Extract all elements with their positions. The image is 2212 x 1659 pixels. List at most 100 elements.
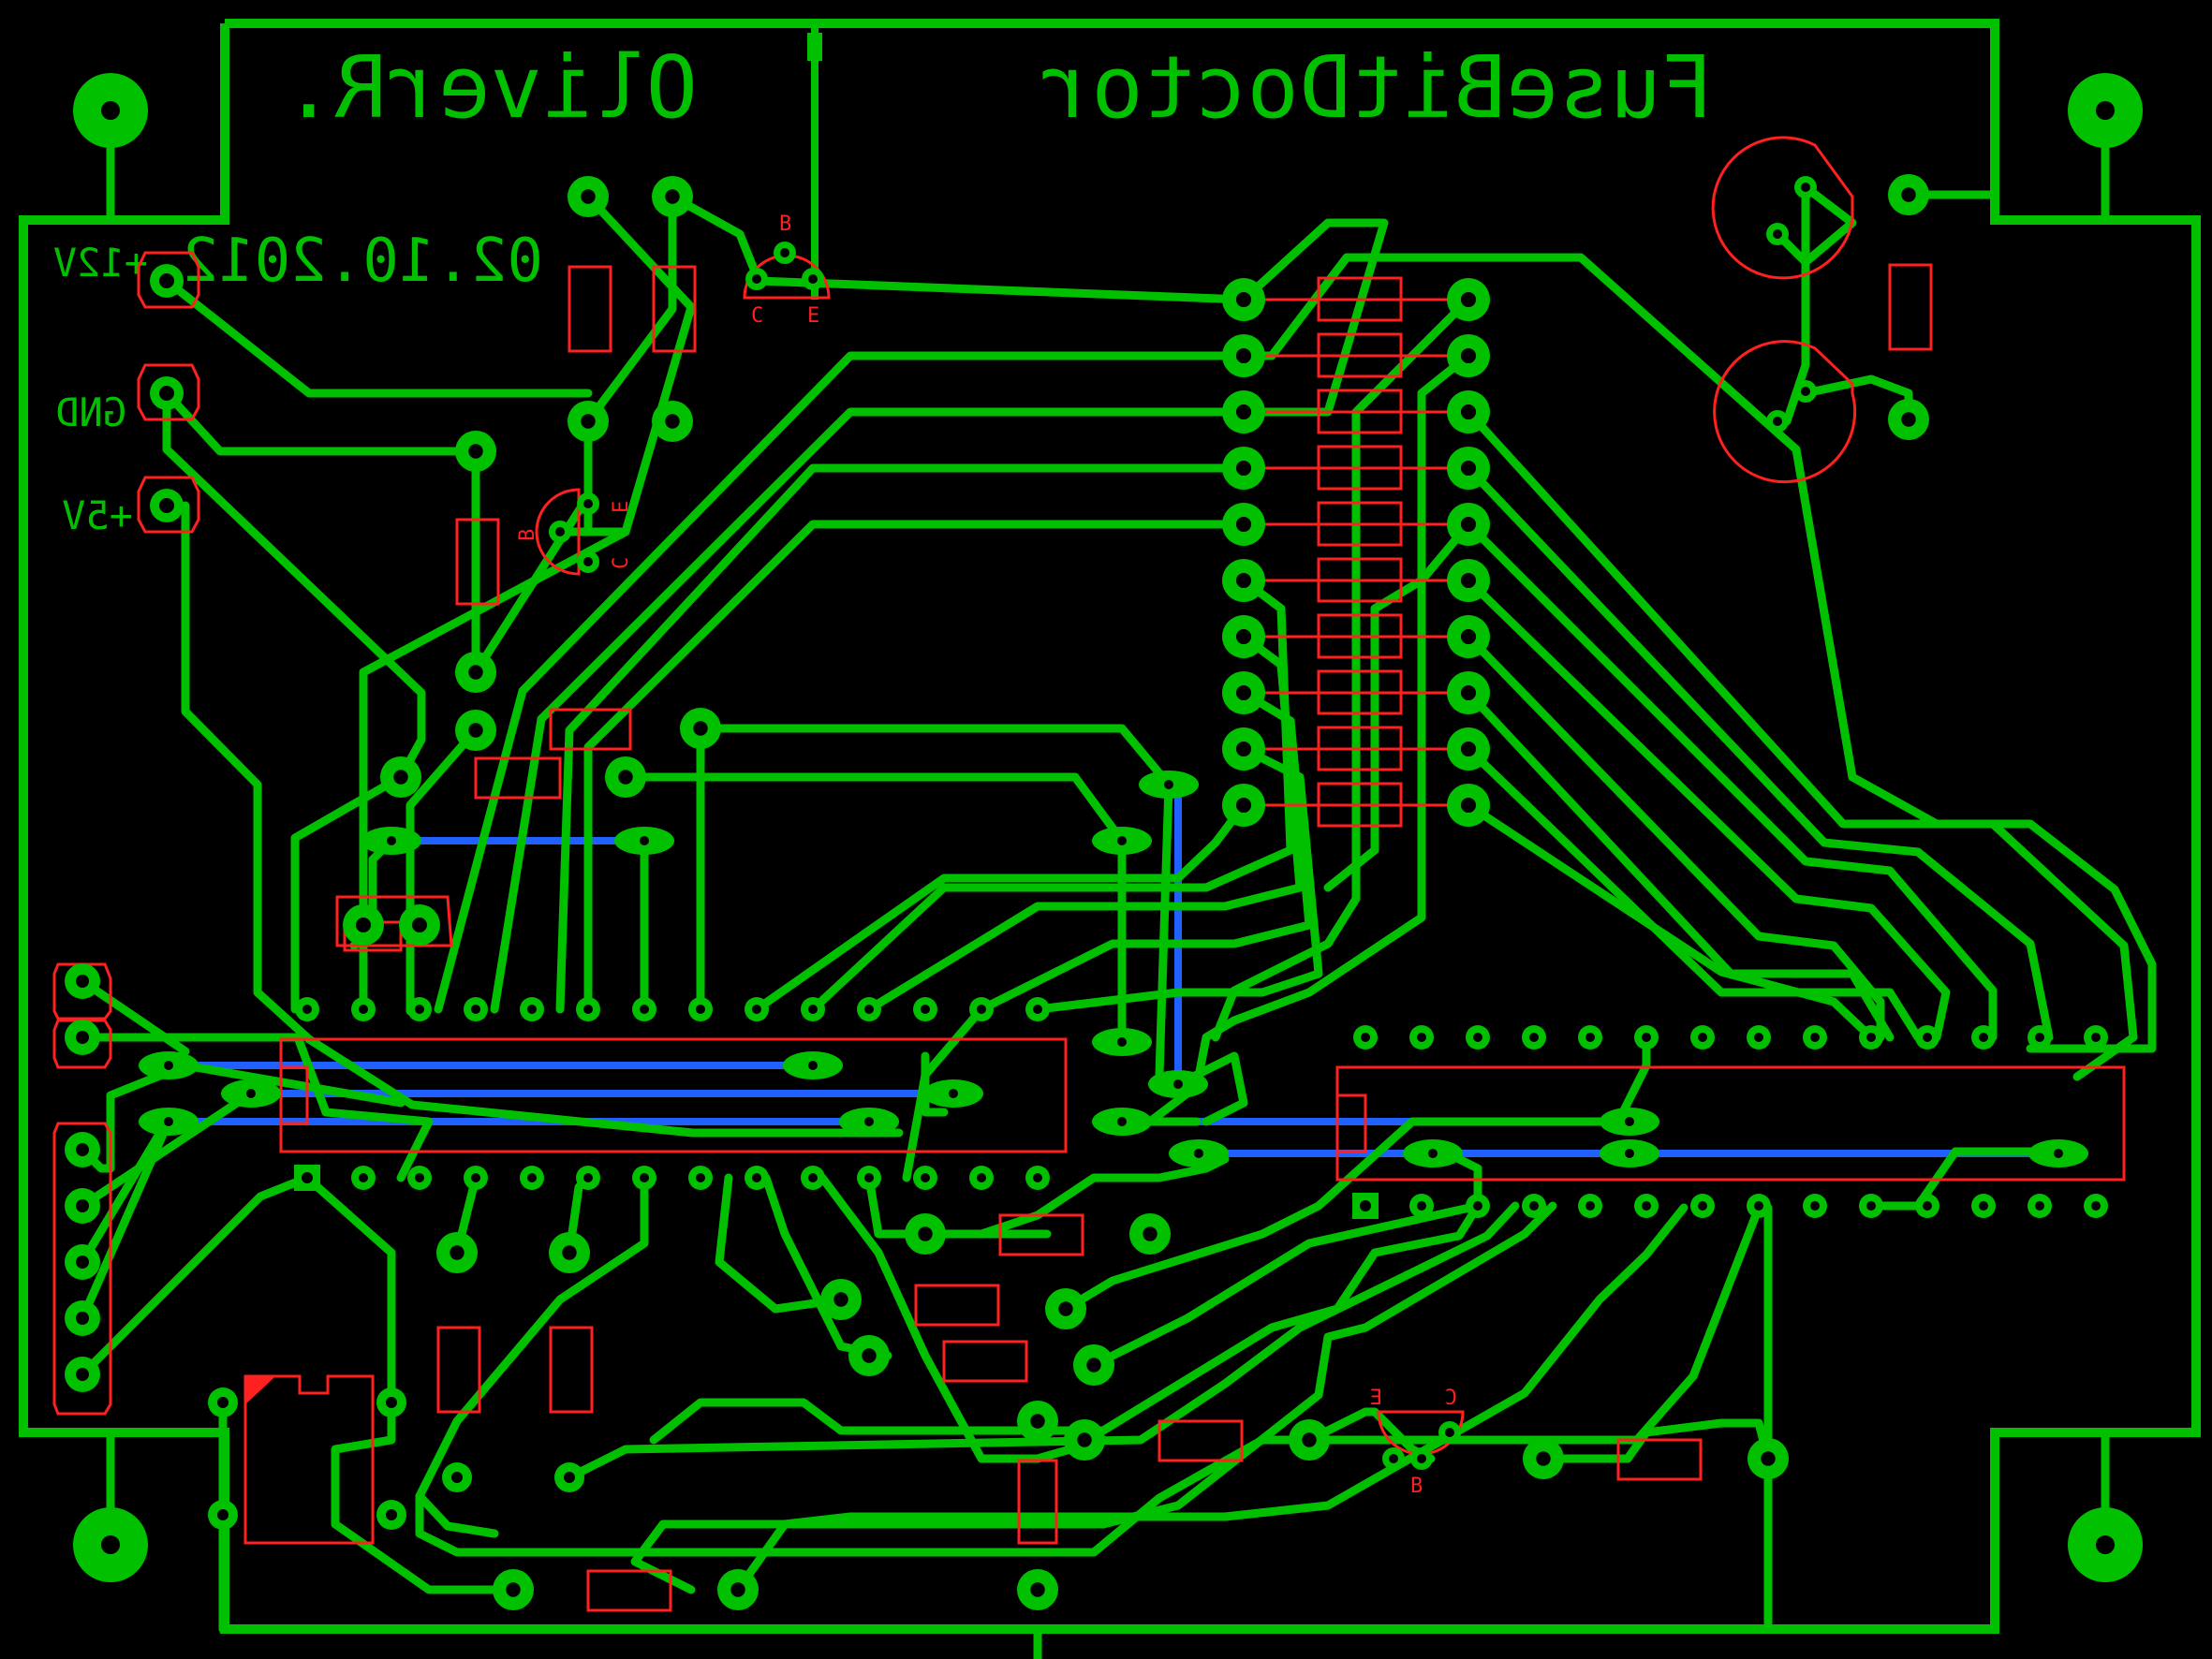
ic-right-pin-top-hole xyxy=(1473,1033,1482,1042)
power-terminal-pad-hole xyxy=(159,498,174,513)
label-5v: +5V xyxy=(62,492,133,538)
via-oval-pad-hole xyxy=(387,836,396,845)
transistor-pad-hole xyxy=(780,248,789,257)
small-pad-hole xyxy=(386,1509,397,1520)
component-pad-hole xyxy=(450,1245,465,1260)
via-oval-pad-hole xyxy=(808,1061,818,1070)
t2-label-e: E xyxy=(610,501,633,513)
pads-layer xyxy=(65,174,2108,1610)
ic-right-pin-bottom-hole xyxy=(1473,1201,1482,1211)
component-pad-hole xyxy=(862,1348,877,1363)
ic-left-pin-bottom-hole xyxy=(1033,1173,1042,1182)
resistor-array-pad-right-hole xyxy=(1460,404,1477,420)
ic-right-pin-bottom-hole xyxy=(1923,1201,1932,1211)
ic-right-pin-top-hole xyxy=(1923,1033,1932,1042)
mounting-holes xyxy=(73,73,2143,1582)
component-pad-hole xyxy=(1901,187,1916,202)
component-pad-hole xyxy=(581,189,596,204)
ic-left-pin-bottom-hole xyxy=(527,1173,537,1182)
component-pad-hole xyxy=(468,444,483,459)
via-oval-pad-hole xyxy=(1428,1149,1438,1158)
board-author: OliverR. xyxy=(283,37,698,138)
led-pad-hole xyxy=(1801,387,1810,396)
ic-left-pin-bottom-hole xyxy=(864,1173,874,1182)
component-pad-hole xyxy=(468,723,483,738)
ic-left-pin-top-hole xyxy=(864,1005,874,1014)
header-pin-pad-hole xyxy=(76,1368,89,1381)
transistor-pad-hole xyxy=(752,274,761,284)
via-oval-pad-hole xyxy=(1117,1037,1127,1047)
mounting-hole-bottom-right xyxy=(2068,1432,2143,1582)
via-oval-pad-hole xyxy=(2054,1149,2063,1158)
resistor-array-pad-left-hole xyxy=(1235,628,1252,645)
ic-right-pin-bottom-hole xyxy=(2091,1201,2101,1211)
resistor-array-pad-right-hole xyxy=(1460,291,1477,308)
component-pad-hole xyxy=(1030,1582,1045,1597)
ic-left-pin-top-hole xyxy=(921,1005,930,1014)
component-pad-hole xyxy=(506,1582,521,1597)
header-pin-pad-hole xyxy=(76,1143,89,1156)
via-oval-pad-hole xyxy=(1117,1117,1127,1126)
ic-right-pin-top-hole xyxy=(1642,1033,1651,1042)
transistor-pad-hole xyxy=(808,274,818,284)
via-oval-pad-hole xyxy=(1173,1079,1183,1089)
ic-right-pin-top-hole xyxy=(1417,1033,1426,1042)
t2-label-c: C xyxy=(610,557,633,569)
ic-left-pin-top-hole xyxy=(808,1005,818,1014)
t1-label-c: C xyxy=(751,304,763,328)
resistor-array-pad-right-hole xyxy=(1460,797,1477,814)
ic-right-pin-bottom-hole xyxy=(1529,1201,1539,1211)
resistor-array-pad-left-hole xyxy=(1235,291,1252,308)
via-oval-pad-hole xyxy=(949,1089,958,1098)
resistor-array-pad-right-hole xyxy=(1460,460,1477,477)
board-date: 02.10.2012 xyxy=(183,227,543,296)
board-outline xyxy=(19,19,2201,1634)
ic-right-pin-bottom-hole xyxy=(2035,1201,2044,1211)
via-oval-pad-hole xyxy=(1625,1117,1634,1126)
resistor-array-pad-left-hole xyxy=(1235,460,1252,477)
component-pad-hole xyxy=(730,1582,745,1597)
ic-right-pin-bottom-hole xyxy=(1698,1201,1707,1211)
component-pad-hole xyxy=(1302,1432,1317,1447)
t1-label-b: B xyxy=(779,213,791,236)
resistor-array-pad-right-hole xyxy=(1460,741,1477,757)
via-oval-pad-hole xyxy=(164,1061,173,1070)
ic-left-pin-top-hole xyxy=(415,1005,424,1014)
transistor-labels: B C E B E C E C B xyxy=(516,213,1457,1498)
power-terminal-pad-hole xyxy=(159,386,174,401)
ic-right-pin-top-hole xyxy=(1698,1033,1707,1042)
jumper-pad-hole xyxy=(412,918,427,932)
ic-right-pin-bottom-hole xyxy=(1810,1201,1820,1211)
resistor-array-pad-left-hole xyxy=(1235,347,1252,364)
ic-left-pin-bottom-hole xyxy=(415,1173,424,1182)
ic-left-pin-bottom-hole xyxy=(640,1173,649,1182)
ic-left-pin-top-hole xyxy=(302,1005,312,1014)
ic-left-pin-top-hole xyxy=(752,1005,761,1014)
ic-left-pin-top-hole xyxy=(696,1005,705,1014)
label-gnd: GND xyxy=(55,389,126,435)
ic-left-pin-top-hole xyxy=(1033,1005,1042,1014)
resistor-array-pad-left-hole xyxy=(1235,684,1252,701)
resistor-array-pad-left-hole xyxy=(1235,404,1252,420)
ic-left-pin-top-hole xyxy=(977,1005,986,1014)
resistor-array-pad-left-hole xyxy=(1235,797,1252,814)
ic-right-pin-top-hole xyxy=(1810,1033,1820,1042)
small-pad-hole xyxy=(217,1397,229,1408)
ic-left-pin-bottom-hole xyxy=(359,1173,368,1182)
t3-label-b: B xyxy=(1410,1475,1423,1498)
ic-left-pin-top-hole xyxy=(471,1005,480,1014)
resistor-array-pad-right-hole xyxy=(1460,516,1477,533)
ic-left-pin-top-hole xyxy=(583,1005,593,1014)
ic-right-pin-top-hole xyxy=(1361,1033,1370,1042)
ic-left-pin-bottom-hole xyxy=(471,1173,480,1182)
resistor-array-pad-left-hole xyxy=(1235,516,1252,533)
header-pin-pad-hole xyxy=(76,975,89,988)
ic-right-pin-top-hole xyxy=(1979,1033,1988,1042)
via-oval-pad-hole xyxy=(1117,836,1127,845)
component-pad-hole xyxy=(665,414,680,429)
component-pad-hole xyxy=(581,414,596,429)
component-pad-hole xyxy=(468,665,483,680)
t3-label-e: E xyxy=(1370,1387,1382,1410)
led-pad-hole xyxy=(1773,417,1782,426)
silkscreen-layer xyxy=(52,136,2126,1612)
